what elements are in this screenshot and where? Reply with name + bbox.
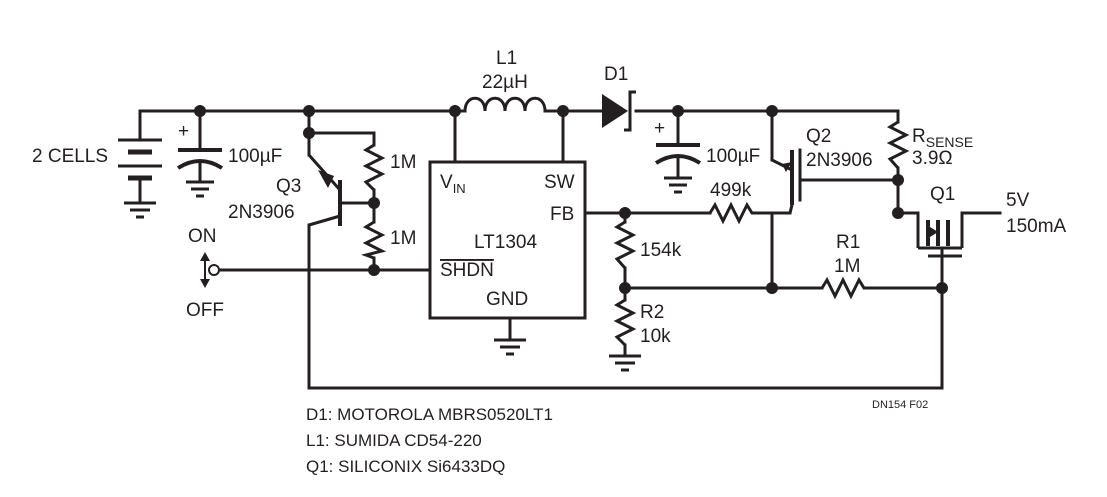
note-d1: D1: MOTOROLA MBRS0520LT1 [306, 405, 553, 424]
r2-ground-icon [609, 354, 641, 372]
input-capacitor-value: 100µF [228, 146, 282, 167]
r1-value: 1M [834, 256, 860, 277]
r-sense-value: 3.9Ω [912, 148, 953, 169]
switch-on-label: ON [188, 226, 217, 247]
ic-ground-icon [494, 338, 526, 356]
q3-transistor-symbol [307, 154, 342, 227]
r-154k-value: 154k [640, 240, 682, 261]
r1-resistor [820, 276, 872, 300]
r-q3-bottom-resistor [360, 220, 387, 260]
output-capacitor-symbol [654, 143, 702, 194]
d1-diode-symbol [602, 90, 636, 132]
output-capacitor-polarity: + [654, 118, 665, 139]
output-voltage: 5V [1006, 190, 1030, 211]
r-154k-resistor [613, 220, 637, 269]
r2-value: 10k [640, 326, 671, 347]
switch-off-label: OFF [186, 300, 224, 321]
ic-pin-gnd: GND [486, 289, 528, 310]
ic-pin-shdn: SHDN [440, 260, 494, 281]
r2-ref: R2 [640, 302, 664, 323]
q2-ref: Q2 [806, 126, 831, 147]
r-q3-bottom-value: 1M [390, 228, 416, 249]
l1-ref: L1 [496, 48, 517, 69]
ic-pin-sw: SW [544, 172, 575, 193]
junction-dots [194, 105, 948, 294]
l1-value: 22µH [482, 72, 528, 93]
note-l1: L1: SUMIDA CD54-220 [306, 431, 482, 450]
battery-ground-icon [124, 201, 156, 219]
q2-part: 2N3906 [806, 150, 873, 171]
r-sense-resistor [886, 120, 910, 169]
q3-part: 2N3906 [228, 202, 295, 223]
input-capacitor-symbol [176, 148, 224, 198]
r-499k-resistor [708, 201, 756, 225]
r-499k-value: 499k [710, 180, 752, 201]
note-q1: Q1: SILICONIX Si6433DQ [306, 457, 505, 476]
input-capacitor-polarity: + [178, 121, 189, 142]
q1-ref: Q1 [930, 184, 955, 205]
r-sense-ref: RSENSE [912, 126, 973, 150]
r2-resistor [613, 298, 637, 347]
r-q3-top-value: 1M [390, 152, 416, 173]
r-q3-top-resistor [362, 143, 386, 192]
l1-inductor-symbol [463, 96, 547, 112]
ic-pin-fb: FB [550, 204, 574, 225]
q2-transistor-symbol [771, 150, 794, 214]
ic-name: LT1304 [474, 232, 537, 253]
battery-label: 2 CELLS [32, 146, 108, 167]
r1-ref: R1 [836, 232, 860, 253]
ic-pin-vin: VIN [440, 172, 466, 196]
figure-id: DN154 F02 [872, 399, 928, 411]
d1-ref: D1 [604, 64, 628, 85]
switch-toggle-icon [200, 252, 220, 288]
lt1304-ic-body [428, 160, 587, 320]
wires [138, 109, 1002, 390]
output-capacitor-value: 100µF [706, 146, 760, 167]
output-current: 150mA [1006, 216, 1067, 237]
q1-mosfet-symbol [916, 213, 964, 258]
q3-ref: Q3 [276, 176, 301, 197]
battery-symbol [118, 138, 162, 188]
